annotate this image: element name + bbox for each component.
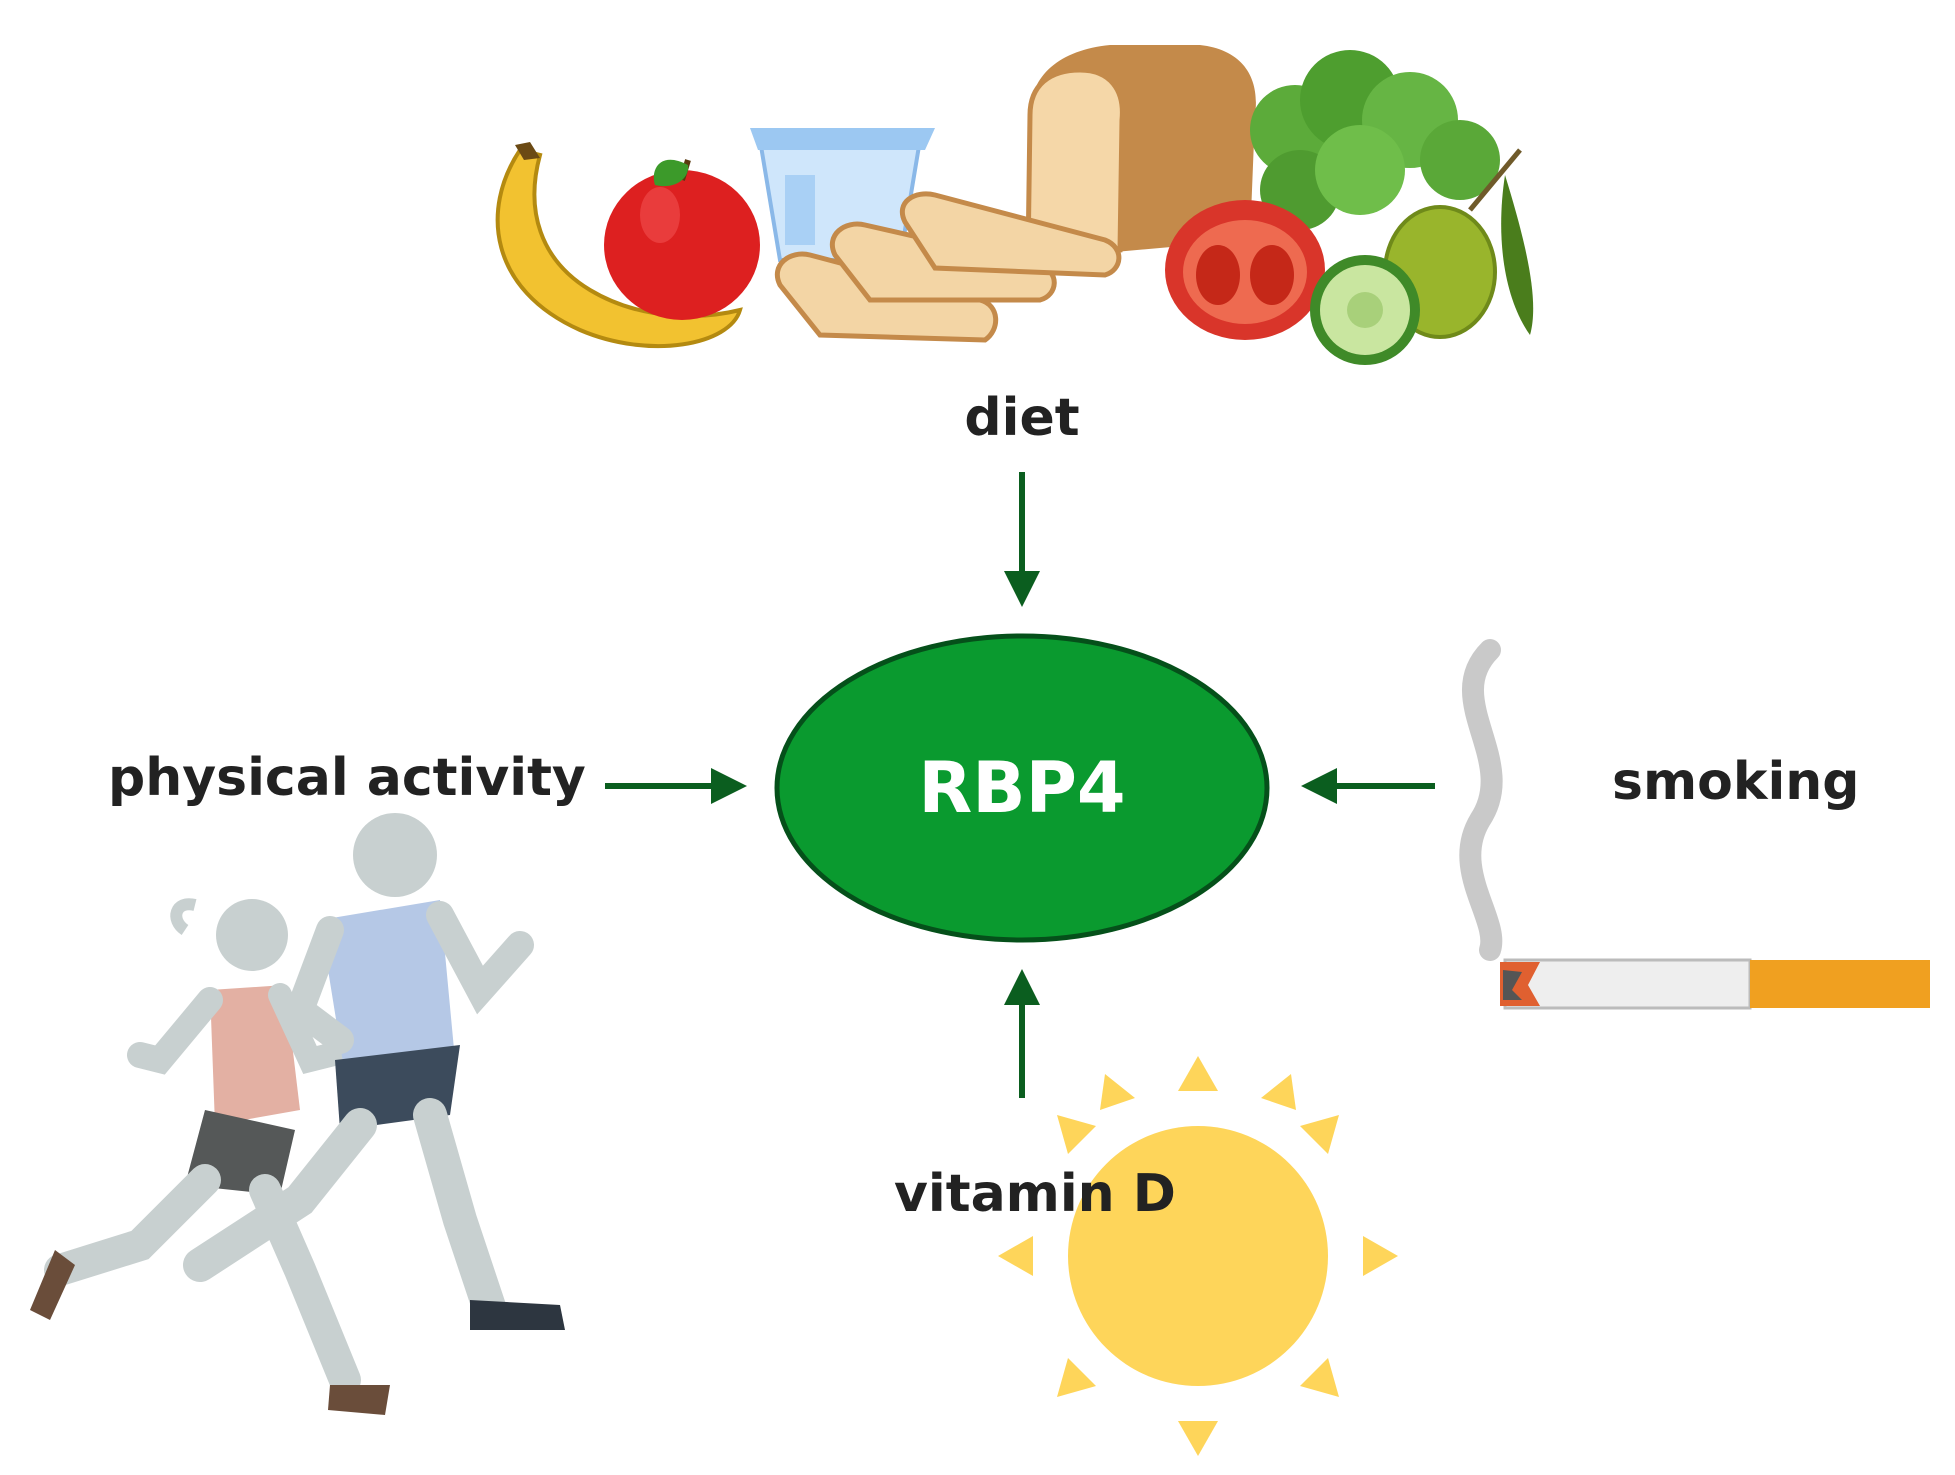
rbp4-node-label: RBP4 xyxy=(918,747,1126,829)
vitamin-d-label: vitamin D xyxy=(894,1164,1176,1224)
bread-slices-icon xyxy=(774,191,1122,343)
cigarette-icon xyxy=(1459,639,1930,1010)
apple-icon xyxy=(604,159,760,320)
rbp4-node xyxy=(774,633,1270,943)
food-group-icon xyxy=(495,45,1534,365)
smoking-label: smoking xyxy=(1612,752,1860,812)
physical-activity-label: physical activity xyxy=(108,748,586,808)
lettuce-icon xyxy=(1250,50,1500,230)
tomato-icon xyxy=(1165,200,1325,340)
sun-icon xyxy=(998,1056,1398,1456)
banana-icon xyxy=(495,142,743,349)
diet-label: diet xyxy=(964,388,1080,448)
bread-loaf-icon xyxy=(1025,45,1256,263)
cucumber-slice-icon xyxy=(1310,255,1420,365)
runners-icon xyxy=(30,813,565,1415)
